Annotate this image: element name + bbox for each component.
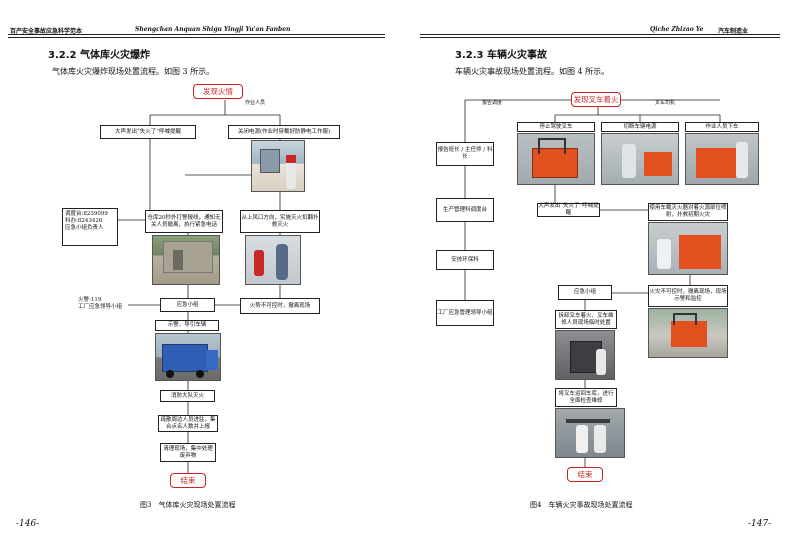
right-label-dispatch: 报告调度 [482,100,503,106]
right-photo-repair [555,408,625,458]
right-header-rule-thin [420,37,780,38]
left-header-rule-thin [8,37,385,38]
right-header-cn: 汽车制造业 [718,28,749,35]
left-clean-step: 清理现场，集中处理废弃物 [160,443,216,462]
right-header-rule [420,34,780,35]
right-end-node: 结束 [567,467,603,482]
right-emergency-group: 应急小组 [558,285,612,300]
left-evacuate-step: 疏散周边人员进驻，集合点名人数并上报 [158,415,218,432]
left-shout-step: 大声发出“失火了”呼喊提醒 [100,125,196,139]
right-photo-stop-forklift [517,133,595,185]
right-figure-caption: 图4 车辆火灾事故现场处置流程 [530,501,633,509]
right-shout-step: 大声发出“失火了”呼喊提醒 [537,203,600,217]
right-prod-dispatch: 生产管理科调度台 [436,198,494,222]
right-tow-step: 拆卸叉车着火、叉车维修人员现场临时处置 [555,310,617,329]
left-fire-out-step: 火势不可控时，撤离现场 [240,298,320,314]
left-fire-brigade-step: 消防大队灭火 [160,390,215,402]
left-header-en: Shengchan Anquan Shigu Yingji Yu'an Fanb… [135,26,291,33]
left-intro: 气体库火灾爆炸现场处置流程。如图 3 所示。 [52,67,215,76]
left-start-node: 发现火情 [193,84,243,99]
left-page-number: -146- [16,519,40,529]
left-dispatch-note: 调度台:8239099 科办:8243426 应急小组负责人 [62,208,118,246]
left-photo-warehouse [152,235,220,285]
right-fire-out-step: 火灾不可控时，撤离现场，现场示警和监控 [648,285,728,307]
right-leader-group: 工厂应急管理领导小组 [436,300,494,326]
right-photo-evacuation [648,308,728,358]
left-extinguish-step: 从上风口方向，实施灭火扣翻扑救灭火 [240,210,320,233]
left-photo-fire-truck [155,333,221,381]
right-stop-step: 停止驾驶叉车 [517,122,595,132]
left-header-cn: 百产安全事故应急科学范本 [10,28,83,35]
right-extinguisher-step: 使用车载灭火器对着火源部位喷射，扑救初期火灾 [648,203,728,221]
right-page-number: -147- [748,519,772,529]
left-guide-truck-step: 示警、导引车辆 [155,320,219,331]
right-start-node: 发现叉车着火 [571,92,621,107]
right-report-step: 报告班长 / 主任师 / 科长 [436,142,494,166]
left-alarm-step: 仓库20秒外打警报线，通知无关人员撤离，执行紧急电话 [145,210,223,233]
left-section-title: 3.2.2 气体库火灾爆炸 [48,50,150,61]
right-intro: 车辆火灾事故现场处置流程。如图 4 所示。 [455,67,610,76]
right-power-step: 切断车辆电源 [601,122,679,132]
right-photo-power-cut [601,133,679,185]
left-power-off-step: 关闭电源(作业时穿戴好防静电工作服) [228,125,340,139]
left-label-operator: 作业人员 [245,100,266,106]
right-photo-leave-vehicle [685,133,759,185]
right-section-title: 3.2.3 车辆火灾事故 [455,50,547,61]
right-label-driver: 叉车司机 [655,100,676,106]
right-photo-disassembly [555,330,615,380]
right-repair-step: 将叉车运回车库，进行全面检查维修 [555,388,617,407]
left-emergency-group: 应急小组 [160,298,215,312]
right-safety-dept: 安技环保科 [436,250,494,270]
left-end-node: 结束 [170,473,206,488]
right-header-pinyin: Qiche Zhizao Ye [650,26,704,33]
left-photo-power-panel [251,140,305,192]
right-photo-extinguisher [648,222,728,275]
right-leave-step: 作业人员下车 [685,122,759,132]
left-fire-note: 火警:119 工厂应急领导小组 [78,297,123,310]
left-header-rule [8,34,385,35]
left-photo-extinguisher [245,235,301,285]
left-figure-caption: 图3 气体库火灾现场处置流程 [140,501,236,509]
